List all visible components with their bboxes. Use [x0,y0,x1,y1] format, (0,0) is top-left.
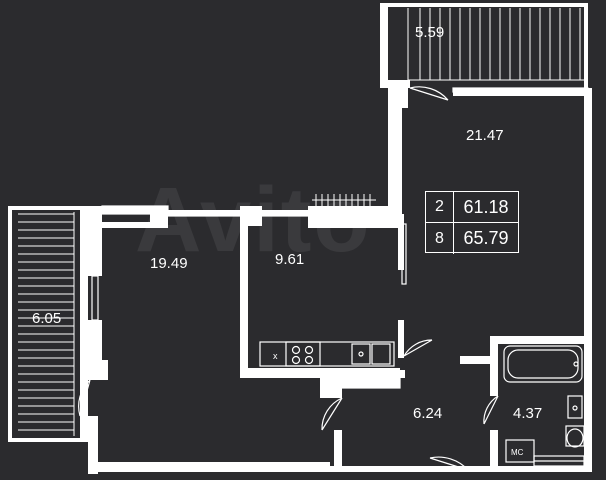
room-area-hallway: 6.24 [413,405,442,422]
kitchen-counter [259,341,401,389]
summary-row-floor: 8 65.79 [426,223,518,254]
room-area-kitchen: 9.61 [275,251,304,268]
room-area-bedroom: 19.49 [150,255,188,272]
dishwasher-mark: x [273,351,278,361]
total-area: 65.79 [463,228,509,248]
room-area-balcony-top: 5.59 [415,24,444,41]
room-area-balcony-left: 6.05 [32,310,61,327]
rooms-count: 2 [426,192,454,222]
room-area-bathroom: 4.37 [513,405,542,422]
balcony-left-railing [18,212,75,436]
bathroom-fixtures [503,345,585,467]
balcony-top-railing [407,8,584,81]
floor-number: 8 [426,223,454,254]
doors [78,86,499,471]
kitchen-railing [312,194,376,206]
room-area-living-right: 21.47 [466,127,504,144]
windows [91,87,589,321]
summary-row-rooms: 2 61.18 [426,192,518,223]
living-area: 61.18 [463,196,509,217]
wall-segment [380,3,388,88]
apartment-summary-box: 2 61.18 8 65.79 [425,191,519,254]
walls [8,3,592,474]
washer-mark: MC [511,448,524,457]
